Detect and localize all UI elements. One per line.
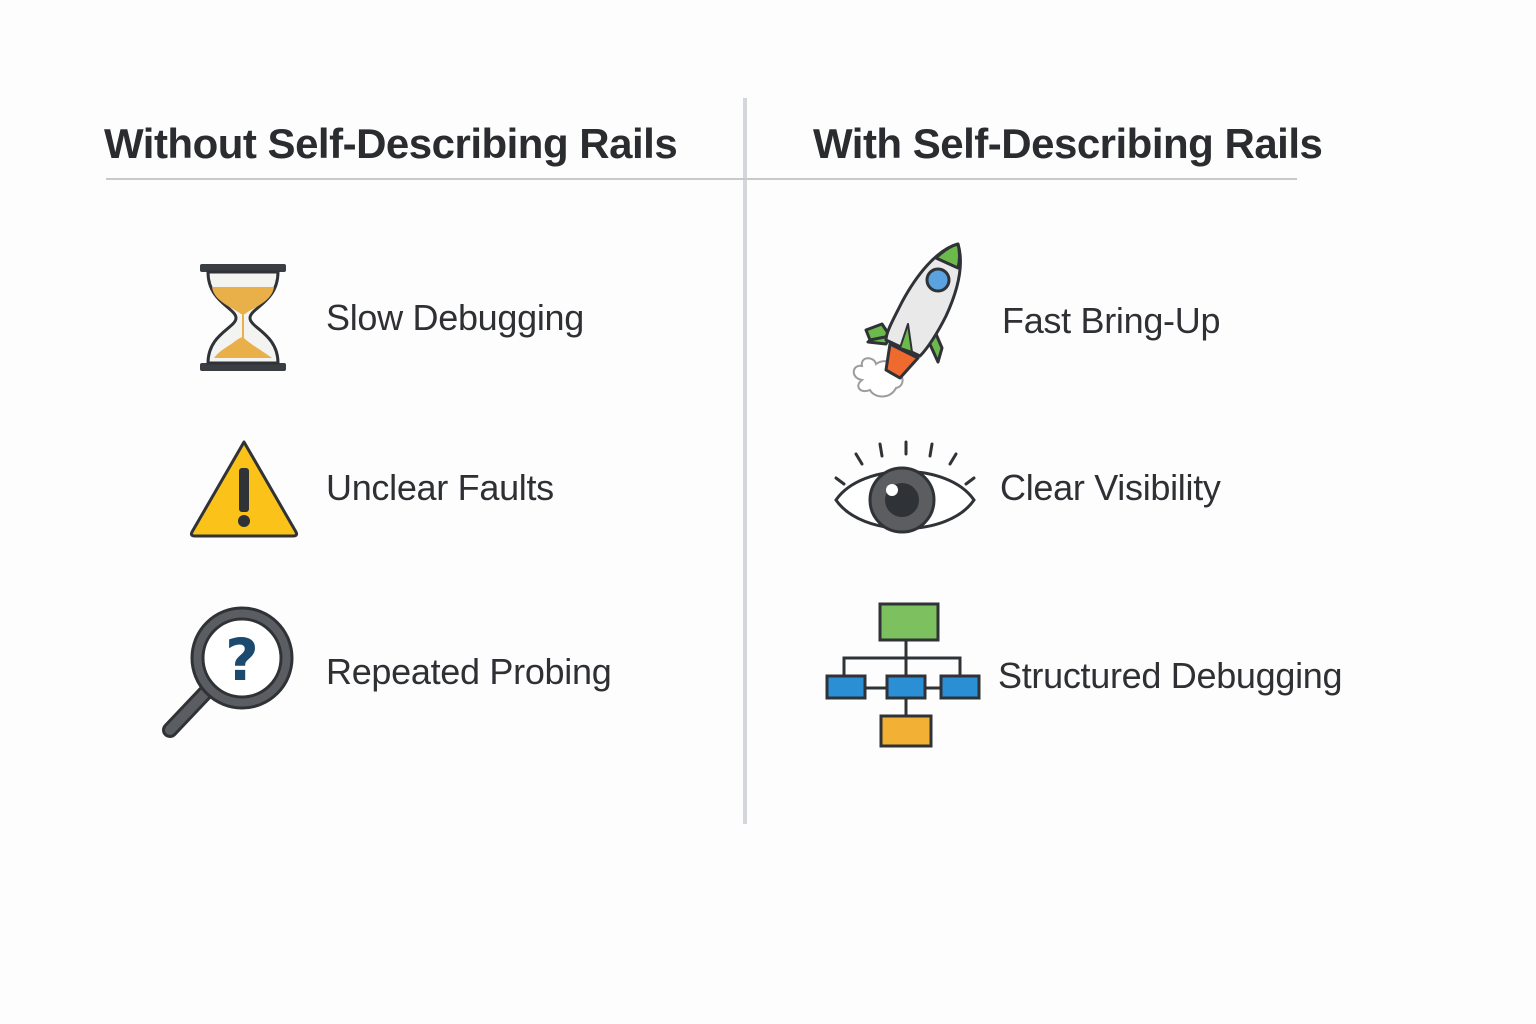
magnifier-question-icon: ? <box>162 606 294 738</box>
left-column-title: Without Self-Describing Rails <box>104 120 678 167</box>
list-item-fast-bring-up: Fast Bring-Up <box>846 240 1220 402</box>
item-label: Slow Debugging <box>326 297 584 338</box>
item-label: Unclear Faults <box>326 467 554 508</box>
item-label: Repeated Probing <box>326 651 612 692</box>
list-item-unclear-faults: Unclear Faults <box>188 438 554 538</box>
rocket-icon <box>852 242 962 398</box>
hourglass-icon <box>200 264 286 371</box>
list-item-repeated-probing: ? Repeated Probing <box>158 602 612 742</box>
eye-icon <box>834 440 976 534</box>
list-item-structured-debugging: Structured Debugging <box>824 602 1343 750</box>
item-label: Clear Visibility <box>1000 467 1221 508</box>
right-column-title: With Self-Describing Rails <box>813 120 1323 167</box>
svg-text:?: ? <box>225 626 259 694</box>
item-label: Structured Debugging <box>998 655 1343 696</box>
right-title-underline <box>746 178 1297 180</box>
hierarchy-icon <box>825 602 981 748</box>
left-title-underline <box>106 178 746 180</box>
column-divider <box>743 98 747 824</box>
list-item-clear-visibility: Clear Visibility <box>832 440 1221 536</box>
item-label: Fast Bring-Up <box>1002 300 1221 341</box>
list-item-slow-debugging: Slow Debugging <box>196 262 584 374</box>
warning-icon <box>189 440 299 538</box>
